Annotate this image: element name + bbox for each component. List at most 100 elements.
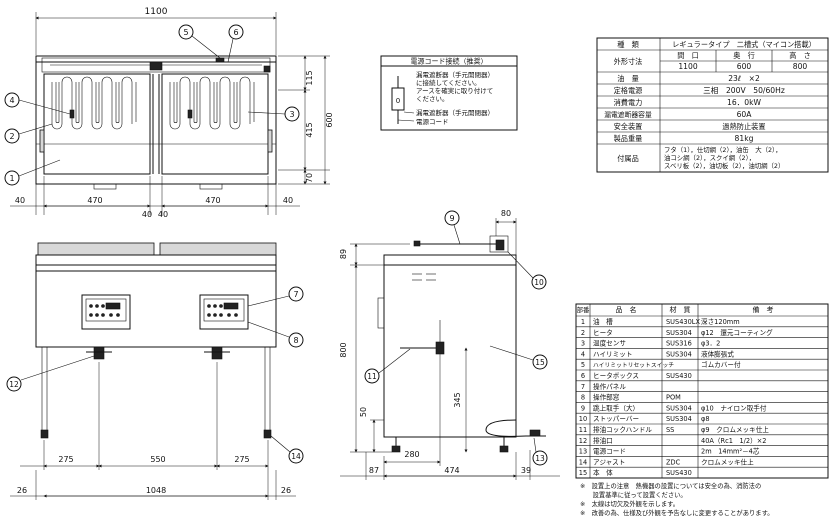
svg-text:14: 14 (291, 452, 301, 461)
callout-3: 3 (247, 106, 300, 122)
parts-cell: SUS304 (666, 404, 692, 412)
parts-cell: 操作パネル (593, 382, 626, 391)
spec-label-7: 製品重量 (614, 134, 643, 143)
cord-connection-box: 電源コード接続（推奨） 漏電遮断器（手元開閉器） に接続してください。 アースを… (380, 55, 518, 131)
top-view: 1100 (4, 7, 334, 219)
dim-f26b: 26 (281, 486, 291, 495)
parts-cell: SUS430 (666, 372, 692, 380)
parts-cell: ヒータ (593, 328, 613, 337)
parts-cell: 6 (581, 372, 585, 380)
dim-s87: 87 (369, 466, 379, 475)
spec-value-4: 16．0kW (727, 98, 761, 107)
spec-label-0: 種 類 (617, 40, 639, 49)
dim-s280: 280 (404, 450, 419, 459)
dim-side-left: 40 (15, 196, 25, 205)
callout-6: 6 (227, 24, 244, 63)
cord-line-2: に接続してください。 (416, 78, 481, 87)
parts-cell: 液体膨張式 (701, 349, 734, 358)
parts-cell: 油 槽 (593, 317, 613, 326)
parts-head-3: 備 考 (753, 305, 774, 314)
note-2: 設置基準に従って設置ください。 (580, 492, 687, 499)
callout-14: 14 (270, 435, 304, 464)
spec-acc-1: 油コシ網（2），スクイ網（2）， (664, 153, 755, 162)
dim-f275a: 275 (58, 455, 73, 464)
parts-cell: φ10 ナイロン取手付 (701, 403, 767, 412)
breaker-symbol-char: 0 (396, 97, 400, 105)
spec-label-3: 定格電源 (614, 86, 643, 95)
leg-right (264, 346, 271, 436)
dim-s800: 800 (339, 342, 348, 357)
dim-s345: 345 (453, 392, 462, 407)
parts-cell: 4 (581, 350, 585, 358)
parts-cell: SUS304 (666, 329, 692, 337)
parts-cell: アジャスト (593, 458, 625, 466)
parts-cell: 10 (579, 415, 587, 423)
dim-side-right: 40 (283, 196, 293, 205)
leg-left (41, 346, 48, 436)
parts-cell: SUS304 (666, 350, 692, 358)
parts-cell: φ3．2 (701, 340, 720, 348)
callout-10: 10 (507, 251, 547, 290)
parts-cell: 跳上取手（大） (593, 403, 639, 412)
spec-subhead-0: 間 口 (677, 51, 699, 60)
top-body-outline (35, 55, 277, 185)
spec-acc-2: スベリ板（2），油切板（2），油切網（2） (664, 161, 784, 170)
side-view: 80 89 800 50 345 280 87 474 39 9 (339, 209, 560, 480)
parts-cell: ハイリミットリセットスイッチ (593, 362, 674, 369)
dim-f26a: 26 (17, 486, 27, 495)
parts-cell: 13 (579, 448, 587, 456)
parts-cell: 本 体 (593, 468, 613, 477)
heater-coil-left (51, 76, 137, 130)
spec-label-5: 漏電遮断器容量 (604, 110, 652, 119)
callout-4: 4 (4, 92, 71, 115)
parts-cell: 7 (581, 383, 585, 391)
spec-label-6: 安全装置 (614, 122, 643, 131)
parts-cell: クロムメッキ仕上 (701, 457, 754, 466)
dim-tank2: 470 (205, 196, 220, 205)
side-body (383, 264, 517, 438)
spec-subvalue-0: 1100 (678, 62, 697, 71)
svg-text:7: 7 (293, 290, 298, 299)
note-1: ※ 設置上の注意 熱機器の設置については安全の為、消防法の (580, 483, 762, 490)
dim-top-width: 1100 (145, 7, 168, 17)
cord-line-1: 漏電遮断器（手元開閉器） (416, 70, 494, 79)
note-4: ※ 改善の為、仕様及び外観を予告なしに変更することがあります。 (580, 510, 774, 517)
spec-subhead-2: 高 さ (789, 51, 811, 60)
spec-label-1: 外形寸法 (614, 57, 643, 66)
parts-head-2: 材 質 (670, 305, 691, 314)
parts-cell: 1 (581, 318, 585, 326)
parts-cell: SUS316 (666, 340, 692, 348)
parts-cell: 排油口 (593, 436, 613, 445)
dim-s50: 50 (359, 407, 368, 417)
parts-cell: φ8 (701, 415, 710, 423)
dim-f275b: 275 (234, 455, 249, 464)
spec-subhead-1: 奥 行 (733, 51, 755, 60)
spec-subvalue-1: 600 (737, 62, 752, 71)
spec-label-2: 油 量 (617, 74, 639, 83)
svg-text:8: 8 (293, 336, 298, 345)
callout-8: 8 (247, 321, 304, 348)
parts-cell: 2m 14mm²－4芯 (701, 447, 760, 456)
parts-cell: φ9 クロムメッキ仕上 (701, 425, 769, 434)
spec-value-6: 過熱防止装置 (722, 122, 765, 131)
svg-text:11: 11 (367, 372, 377, 381)
parts-cell: 12 (579, 437, 587, 445)
svg-text:5: 5 (183, 28, 188, 37)
front-view: 275 550 275 26 1048 26 7 8 12 14 (6, 242, 304, 500)
svg-text:15: 15 (535, 358, 545, 367)
spec-value-3: 三相 200V 50/60Hz (703, 85, 785, 95)
dim-mid: 40 (142, 210, 152, 219)
cord-box-title: 電源コード接続（推奨） (411, 57, 488, 66)
callout-7: 7 (247, 286, 304, 307)
parts-cell: 8 (581, 394, 585, 402)
parts-cell: ハイリミット (593, 350, 632, 358)
notes: ※ 設置上の注意 熱機器の設置については安全の為、消防法の 設置基準に従って設置… (580, 482, 830, 518)
parts-cell: ストッパーバー (593, 415, 639, 423)
cord-line-3: アースを確実に取り付けて (416, 86, 493, 95)
callout-9: 9 (444, 210, 461, 245)
parts-cell: 14 (579, 458, 587, 466)
spec-acc-0: フタ（1），仕切網（2），油缶 大（2）， (664, 145, 782, 154)
dim-s80: 80 (501, 209, 511, 218)
